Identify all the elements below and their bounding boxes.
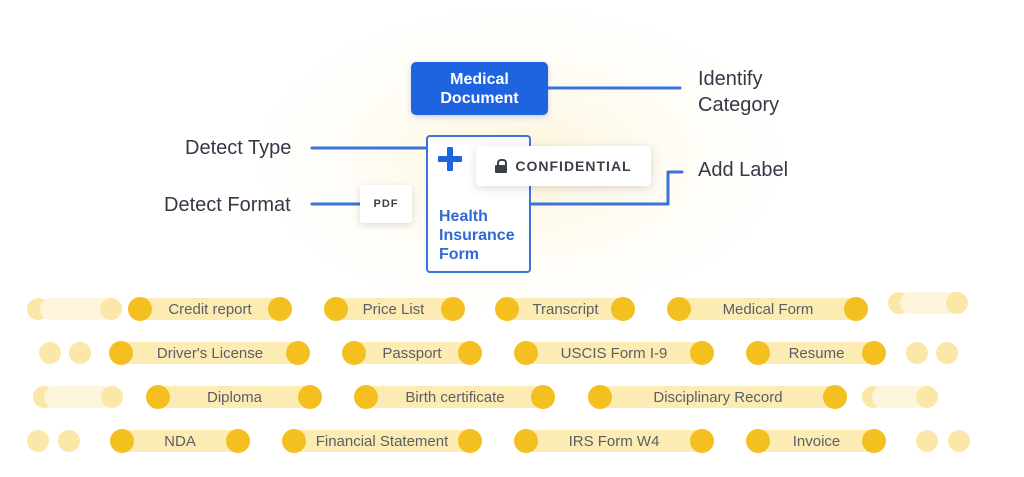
pill-dot-left [128, 297, 152, 321]
pdf-badge: PDF [360, 185, 412, 223]
pill-dot-right [268, 297, 292, 321]
pill-dot-left [746, 429, 770, 453]
pill-dot-left [514, 429, 538, 453]
doc-type-label: Invoice [792, 432, 841, 450]
ghost-dot [69, 342, 91, 364]
medical-document-node: Medical Document [411, 62, 548, 115]
confidential-text: CONFIDENTIAL [515, 158, 632, 174]
ghost-dot [101, 386, 123, 408]
doc-type-label: Diploma [206, 388, 263, 406]
ghost-dot [27, 430, 49, 452]
pill-dot-left [354, 385, 378, 409]
doc-type-pill: IRS Form W4 [515, 430, 713, 452]
ghost-bar [44, 386, 114, 408]
pill-dot-left [495, 297, 519, 321]
detect-format-label: Detect Format [164, 194, 291, 216]
doc-type-label: NDA [164, 432, 196, 450]
ghost-dot [58, 430, 80, 452]
doc-type-label: Price List [362, 300, 425, 318]
ghost-dot [916, 430, 938, 452]
doc-type-label: Resume [788, 344, 845, 362]
doc-type-pill: Passport [343, 342, 481, 364]
doc-type-label: Birth certificate [405, 388, 505, 406]
doc-type-pill: Transcript [496, 298, 635, 320]
doc-type-pill: Driver's License [110, 342, 310, 364]
doc-type-pill: Resume [747, 342, 886, 364]
add-label-connector [529, 170, 684, 206]
ghost-dot [916, 386, 938, 408]
doc-type-label: USCIS Form I-9 [560, 344, 668, 362]
pill-dot-right [611, 297, 635, 321]
doc-type-pill: Invoice [747, 430, 886, 452]
pill-dot-right [844, 297, 868, 321]
pill-dot-right [823, 385, 847, 409]
pill-dot-left [324, 297, 348, 321]
pill-dot-left [146, 385, 170, 409]
document-title: Health Insurance Form [439, 208, 515, 263]
medical-plus-icon [438, 147, 462, 171]
lock-icon [495, 159, 508, 173]
doc-type-pill: USCIS Form I-9 [515, 342, 713, 364]
pill-dot-right [690, 429, 714, 453]
doc-type-pill: Medical Form [668, 298, 868, 320]
pill-dot-right [441, 297, 465, 321]
pill-dot-right [862, 341, 886, 365]
doc-type-label: Transcript [532, 300, 599, 318]
doc-type-pill: Disciplinary Record [589, 386, 847, 408]
doc-type-label: Passport [382, 344, 442, 362]
pill-dot-right [690, 341, 714, 365]
pill-dot-right [286, 341, 310, 365]
ghost-dot [100, 298, 122, 320]
doc-type-pill: Diploma [147, 386, 322, 408]
doc-type-pill: Credit report [130, 298, 290, 320]
add-label-label: Add Label [698, 159, 789, 181]
doc-type-label: Medical Form [722, 300, 814, 318]
doc-type-pill: Financial Statement [283, 430, 481, 452]
ghost-dot [906, 342, 928, 364]
ghost-dot [936, 342, 958, 364]
pill-dot-left [110, 429, 134, 453]
pill-dot-right [298, 385, 322, 409]
pill-dot-left [514, 341, 538, 365]
pill-dot-left [109, 341, 133, 365]
doc-type-pill: Birth certificate [355, 386, 555, 408]
pill-dot-left [282, 429, 306, 453]
doc-type-pill: NDA [111, 430, 249, 452]
doc-type-label: Disciplinary Record [653, 388, 783, 406]
pill-dot-left [746, 341, 770, 365]
pill-dot-left [667, 297, 691, 321]
doc-type-label: IRS Form W4 [568, 432, 660, 450]
pill-dot-left [342, 341, 366, 365]
pill-dot-right [458, 429, 482, 453]
ghost-dot [946, 292, 968, 314]
confidential-tag: CONFIDENTIAL [476, 146, 651, 186]
doc-type-label: Financial Statement [315, 432, 449, 450]
pill-dot-right [458, 341, 482, 365]
doc-type-label: Driver's License [156, 344, 264, 362]
detect-type-label: Detect Type [185, 137, 292, 159]
pdf-badge-text: PDF [373, 198, 399, 210]
pill-dot-right [531, 385, 555, 409]
identify-category-label: Identify Category [698, 68, 780, 116]
pill-dot-right [862, 429, 886, 453]
medical-document-label: Medical Document [440, 70, 519, 107]
ghost-dot [948, 430, 970, 452]
doc-type-pill: Price List [325, 298, 462, 320]
doc-type-label: Credit report [168, 300, 252, 318]
ghost-dot [39, 342, 61, 364]
pill-dot-right [226, 429, 250, 453]
pill-dot-left [588, 385, 612, 409]
